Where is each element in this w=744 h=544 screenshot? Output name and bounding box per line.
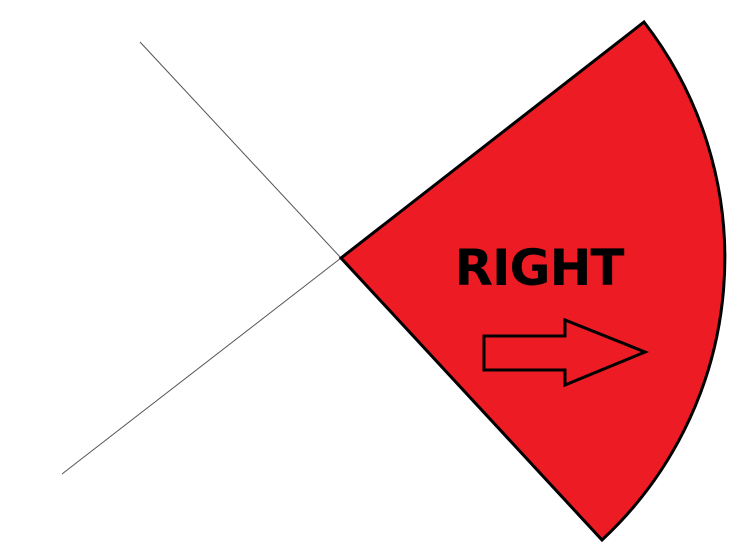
sector-label: RIGHT [454,239,624,297]
divider-line-lower-left [61,257,342,475]
divider-line-upper-left [139,41,342,259]
right-sector[interactable] [338,19,727,543]
right-arrow-icon [482,317,649,388]
